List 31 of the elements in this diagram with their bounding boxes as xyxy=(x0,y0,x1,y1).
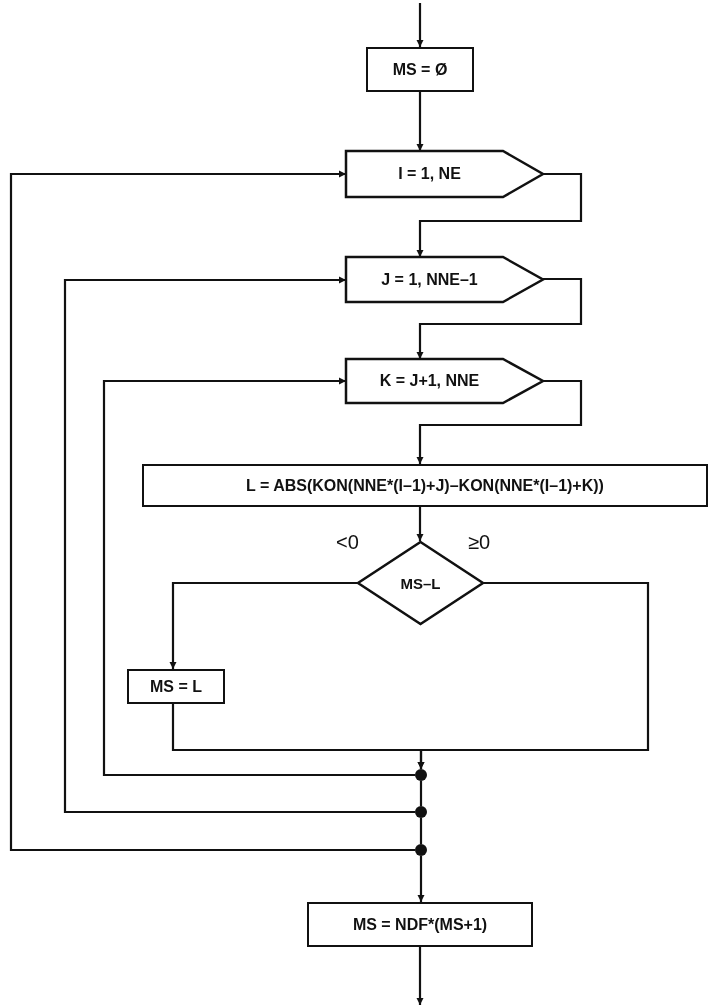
arrow xyxy=(416,379,583,464)
loop-box xyxy=(346,151,543,197)
node-text: MS = Ø xyxy=(392,60,448,79)
node-text: J = 1, NNE–1 xyxy=(381,270,478,289)
arrow xyxy=(416,172,583,257)
arrow xyxy=(9,170,415,852)
junction-dot xyxy=(415,806,427,818)
arrow xyxy=(171,704,425,769)
node-text: MS–L xyxy=(400,574,441,592)
arrow xyxy=(416,277,583,359)
node-text: K = J+1, NNE xyxy=(379,372,480,390)
loop-box xyxy=(346,359,543,403)
arrow xyxy=(416,507,424,541)
process-box xyxy=(142,464,708,507)
arrow xyxy=(417,856,425,902)
process-box xyxy=(366,47,474,92)
arrow xyxy=(169,581,357,669)
junction-dot xyxy=(415,844,427,856)
node-text: L = ABS(KON(NNE*(I–1)+J)–KON(NNE*(I–1)+K)) xyxy=(246,476,604,495)
process-box xyxy=(307,902,533,947)
node-text: MS = L xyxy=(150,677,202,696)
arrow xyxy=(63,276,415,814)
loop-box xyxy=(346,257,543,302)
arrow xyxy=(416,947,424,1005)
junction-dot xyxy=(415,769,427,781)
arrow xyxy=(416,92,424,151)
process-box xyxy=(127,669,225,704)
node-text: I = 1, NE xyxy=(398,165,461,183)
arrow xyxy=(102,377,415,777)
node-text: MS = NDF*(MS+1) xyxy=(352,915,488,934)
arrow xyxy=(416,3,424,47)
